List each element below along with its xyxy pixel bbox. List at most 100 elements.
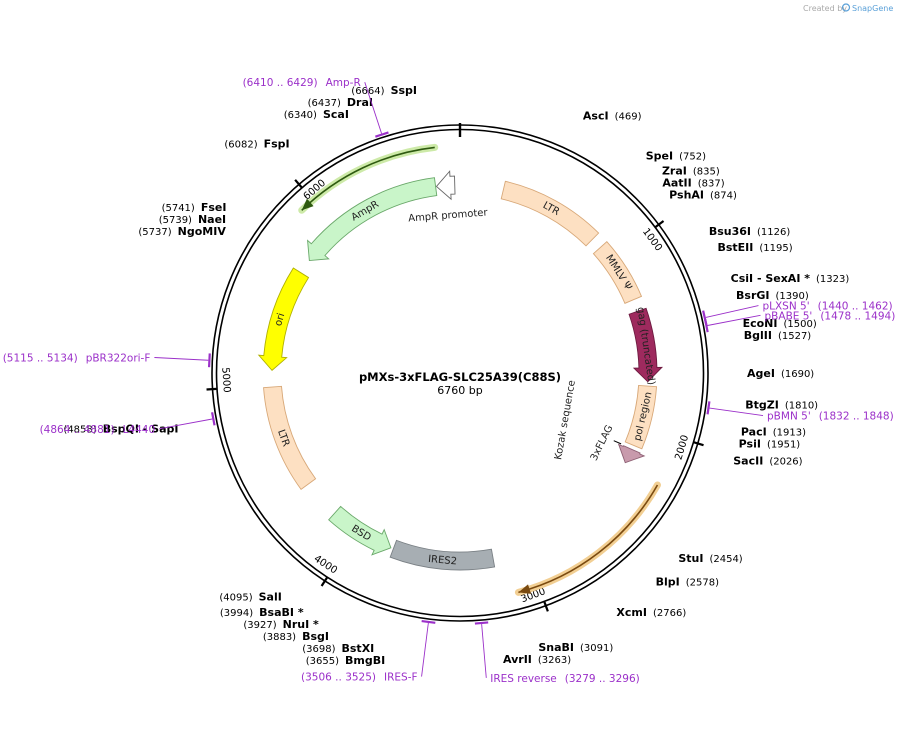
site-ngomiv[interactable]: (5737)NgoMIV [138, 225, 258, 238]
tick-label-5000: 5000 [219, 367, 232, 393]
feature-pol-region[interactable]: pol region [624, 384, 658, 450]
site-label: (4858) BspQI - SapI [63, 423, 178, 436]
site-bstxi[interactable]: (3698)BstXI [302, 610, 388, 655]
site-snabi[interactable]: SnaBI(3091) [526, 612, 614, 654]
site-position: (4095) [219, 593, 252, 604]
site-bglii[interactable]: BglII(1527) [705, 329, 812, 342]
site-name: SalI [259, 591, 282, 604]
site-name: SnaBI [538, 641, 574, 654]
site-name: BglII [744, 329, 772, 342]
primer-l4440[interactable]: (4864 .. 4881)L4440 [40, 412, 216, 436]
feature-label-ampr-promoter: AmpR promoter [408, 207, 489, 224]
feature-ires2[interactable]: IRES2 [389, 539, 496, 571]
feature-ampr[interactable]: AmpR [307, 177, 438, 262]
kozak-marker [613, 440, 622, 445]
site-xcmi[interactable]: XcmI(2766) [594, 582, 686, 619]
primer-plxsn-5[interactable]: pLXSN 5'(1440 .. 1462) [702, 301, 893, 326]
site-blpi[interactable]: BlpI(2578) [628, 555, 719, 589]
site-bsabi[interactable]: (3994) BsaBI * [220, 582, 326, 619]
primer-name: IRES-F [384, 672, 418, 684]
site-position: (1390) [776, 291, 809, 302]
primer-ires-reverse[interactable]: IRES reverse(3279 .. 3296) [474, 621, 640, 685]
primer-amp-r[interactable]: (6410 .. 6429)Amp-R [243, 77, 389, 138]
site-name: AgeI [747, 367, 775, 380]
site-name: BspQI - SapI [103, 423, 179, 436]
site-bsrgi[interactable]: BsrGI(1390) [698, 289, 809, 305]
site-position: (1951) [767, 439, 800, 450]
feature-ori[interactable]: ori [257, 267, 310, 372]
primer-pbr322ori-f[interactable]: (5115 .. 5134)pBR322ori-F [3, 353, 211, 368]
site-spei[interactable]: SpeI(752) [620, 150, 707, 184]
site-nrui[interactable]: (3927)NruI * [243, 590, 339, 631]
site-position: (5741) [162, 203, 195, 214]
site-label: (6437)DraI [308, 96, 373, 109]
site-name: StuI [678, 552, 703, 565]
site-position: (2454) [709, 554, 742, 565]
primer-pbmn-5[interactable]: pBMN 5'(1832 .. 1848) [706, 401, 894, 423]
site-name: PsiI [739, 437, 761, 450]
feature-ltr[interactable]: LTR [500, 180, 600, 247]
site-bspqi-sapi[interactable]: (4858) BspQI - SapI [63, 422, 216, 436]
site-name: SpeI [646, 150, 673, 163]
site-label: (6340)ScaI [284, 108, 349, 121]
site-sali[interactable]: (4095) SalI [219, 568, 307, 604]
site-naei[interactable]: (5739)NaeI [159, 213, 259, 228]
site-agei[interactable]: AgeI(1690) [708, 367, 814, 380]
site-label: AatII(837) [662, 176, 724, 189]
site-paci[interactable]: PacI(1913) [703, 424, 806, 438]
site-aatii[interactable]: AatII(837) [634, 176, 725, 196]
site-label: Bsu36I(1126) [709, 225, 791, 238]
site-btgzi[interactable]: BtgZI(1810) [706, 399, 818, 412]
site-label: BsrGI(1390) [736, 289, 809, 302]
site-pshai[interactable]: PshAI(874) [640, 188, 737, 202]
feature-ltr[interactable]: LTR [263, 385, 317, 491]
site-econi[interactable]: EcoNI(1500) [704, 317, 817, 330]
site-name: FspI [264, 138, 290, 151]
site-name: BtgZI [745, 399, 779, 412]
site-name: AscI [583, 110, 609, 123]
site-label: (5741)FseI [162, 201, 227, 214]
site-label: AscI(469) [583, 110, 642, 123]
site-bsu36i[interactable]: Bsu36I(1126) [675, 225, 791, 249]
site-position: (3994) [220, 608, 253, 619]
site-label: (3883)BsgI [263, 630, 329, 643]
site-sacii[interactable]: SacII(2026) [696, 449, 803, 467]
site-position: (4858) [63, 425, 96, 436]
primer-pbabe-5[interactable]: pBABE 5'(1478 .. 1494) [704, 310, 895, 333]
feature-mmlv-psi[interactable]: MMLV Ψ [592, 241, 643, 304]
site-fspi[interactable]: (6082)FspI [224, 138, 314, 173]
site-fsei[interactable]: (5741)FseI [162, 201, 259, 228]
site-avrii[interactable]: AvrII(3263) [487, 620, 571, 666]
site-label: AvrII(3263) [503, 653, 571, 666]
site-name: NgoMIV [178, 225, 227, 238]
feature-label-3xflag: 3xFLAG [589, 423, 616, 462]
site-name: BmgBI [345, 654, 385, 667]
feature-gag-truncated[interactable]: gag (truncated) [628, 306, 664, 386]
primer-range: (5115 .. 5134) [3, 353, 78, 365]
site-psii[interactable]: PsiI (1951) [701, 433, 801, 451]
snapgene-logo-icon [841, 3, 851, 12]
site-name: BstXI [342, 642, 375, 655]
site-csii-sexai[interactable]: CsiI - SexAI *(1323) [694, 272, 850, 290]
primer-label: pBMN 5'(1832 .. 1848) [767, 411, 894, 423]
primer-name: Amp-R [326, 77, 361, 89]
site-bsgi[interactable]: (3883)BsgI [263, 594, 348, 643]
site-position: (1126) [757, 227, 790, 238]
site-asci[interactable]: AscI(469) [565, 110, 642, 149]
site-scai[interactable]: (6340)ScaI [284, 108, 366, 144]
site-label: CsiI - SexAI *(1323) [731, 272, 850, 285]
site-name: BsaBI * [259, 606, 304, 619]
site-zrai[interactable]: ZraI(835) [634, 164, 720, 196]
site-name: DraI [347, 96, 373, 109]
primer-ires-f[interactable]: (3506 .. 3525)IRES-F [301, 619, 436, 684]
site-drai[interactable]: (6437)DraI [308, 96, 387, 136]
site-stui[interactable]: StuI (2454) [648, 535, 743, 565]
site-label: AgeI(1690) [747, 367, 814, 380]
site-bsteii[interactable]: BstEII(1195) [682, 241, 792, 263]
site-name: XcmI [616, 606, 647, 619]
primer-range: (1478 .. 1494) [820, 310, 895, 322]
site-label: PsiI (1951) [739, 437, 801, 450]
feature-bsd[interactable]: BSD [328, 505, 392, 556]
site-bmgbi[interactable]: (3655)BmgBI [306, 613, 398, 667]
